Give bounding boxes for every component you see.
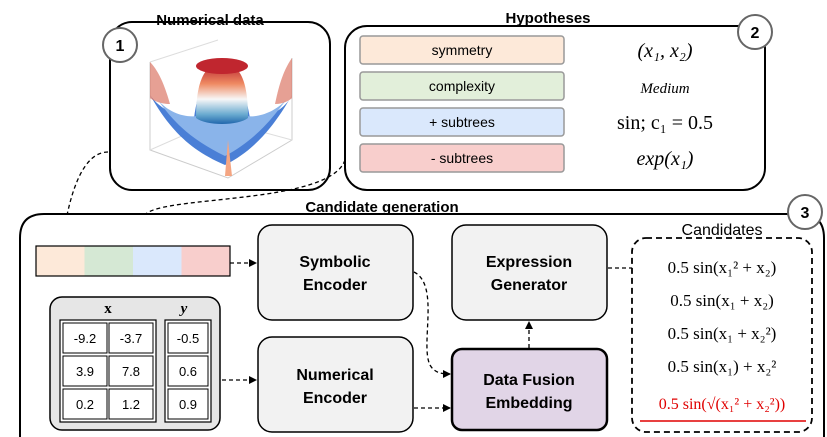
table-cell xyxy=(167,355,209,387)
arrow-symbolic-to-fusion xyxy=(413,271,451,378)
hypothesis-label: - subtrees xyxy=(431,150,493,166)
table-x-header: x xyxy=(104,301,112,317)
surface-plot xyxy=(149,39,293,179)
candidates-box: Candidates 0.5 sin(x₁² + x₂) 0.5 sin(x₁ +… xyxy=(631,222,813,433)
table-cell-value: 3.9 xyxy=(76,364,94,379)
hypothesis-label: + subtrees xyxy=(429,114,495,130)
hypothesis-bar-outline xyxy=(35,245,231,277)
hypothesis-embedding-bar xyxy=(35,245,231,277)
hypothesis-bar-segment xyxy=(36,246,85,276)
step-badge-2: 2 xyxy=(737,14,773,50)
table-cell-value: 0.2 xyxy=(76,397,94,412)
table-cell xyxy=(62,355,108,387)
hypothesis-label-box xyxy=(359,35,565,65)
table-cell-value: 1.2 xyxy=(122,397,140,412)
numerical-data-panel: Numerical data 1 xyxy=(102,12,331,191)
hypothesis-value: (x₁, x₂) xyxy=(638,40,693,62)
hypothesis-row: + subtrees sin; c₁ = 0.5 xyxy=(359,107,713,137)
table-cell xyxy=(108,322,154,354)
data-table: x y -9.2 -3.7 3.9 7.8 0.2 1.2 -0.5 0.6 0.9 xyxy=(49,296,221,431)
table-cell-value: -3.7 xyxy=(120,331,142,346)
table-cell-value: -9.2 xyxy=(74,331,96,346)
hypothesis-value: exp(x₁) xyxy=(637,148,694,170)
hypotheses-panel: Hypotheses 2 symmetry (x₁, x₂) complexity M… xyxy=(344,10,773,191)
hypothesis-value: sin; c₁ = 0.5 xyxy=(617,112,713,134)
candidate-expression: 0.5 sin(x₁) + x₂² xyxy=(668,357,777,376)
hypothesis-label-box xyxy=(359,107,565,137)
step-number-1: 1 xyxy=(116,38,125,55)
step-badge-3: 3 xyxy=(787,194,823,230)
candidate-generation-title: Candidate generation xyxy=(305,199,458,216)
candidates-title: Candidates xyxy=(682,222,763,239)
hypothesis-value: Medium xyxy=(639,81,689,97)
hypothesis-label: complexity xyxy=(429,78,495,94)
hypothesis-bar-segment xyxy=(84,246,133,276)
hypothesis-label-box xyxy=(359,143,565,173)
step-number-3: 3 xyxy=(801,205,810,222)
hypothesis-row: complexity Medium xyxy=(359,71,690,101)
table-cell-value: -0.5 xyxy=(177,331,199,346)
table-cell-value: 7.8 xyxy=(122,364,140,379)
candidate-expression-selected: 0.5 sin(√(x₁² + x₂²)) xyxy=(659,396,786,413)
step-badge-1: 1 xyxy=(102,27,138,63)
hypotheses-title: Hypotheses xyxy=(505,10,590,27)
table-cell xyxy=(167,322,209,354)
table-cell xyxy=(108,355,154,387)
hypothesis-row: symmetry (x₁, x₂) xyxy=(359,35,693,65)
table-cell xyxy=(62,388,108,420)
hypothesis-bar-segment xyxy=(133,246,182,276)
table-y-header: y xyxy=(179,301,188,317)
table-cell xyxy=(62,322,108,354)
numerical-data-title: Numerical data xyxy=(156,12,264,29)
table-cell xyxy=(167,388,209,420)
hypothesis-bar-segment xyxy=(181,246,230,276)
table-cell xyxy=(108,388,154,420)
table-cell-value: 0.9 xyxy=(179,397,197,412)
hypothesis-row: - subtrees exp(x₁) xyxy=(359,143,694,173)
candidate-generation-panel: Candidate generation 3 x y -9.2 -3.7 3.9 7.… xyxy=(19,194,825,437)
hypothesis-label: symmetry xyxy=(432,42,493,58)
hypothesis-label-box xyxy=(359,71,565,101)
candidate-expression: 0.5 sin(x₁ + x₂²) xyxy=(668,324,777,343)
table-cell-value: 0.6 xyxy=(179,364,197,379)
candidate-expression: 0.5 sin(x₁² + x₂) xyxy=(668,258,777,277)
candidate-expression: 0.5 sin(x₁ + x₂) xyxy=(670,291,774,310)
step-number-2: 2 xyxy=(751,25,760,42)
